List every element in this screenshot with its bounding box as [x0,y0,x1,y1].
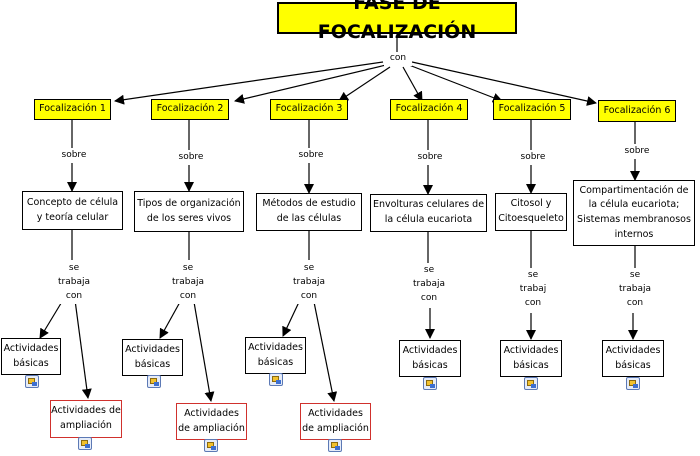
resource-link-icon[interactable] [204,439,218,452]
link-label-sobre: sobre [412,151,448,165]
topic-box-4: Envolturas celulares de la célula eucari… [370,194,487,232]
topic-box-6: Compartimentación de la célula eucariota… [573,180,695,246]
resource-link-icon[interactable] [524,377,538,390]
activity-basic-2[interactable]: Actividades básicas [122,339,183,376]
resource-link-icon[interactable] [147,375,161,388]
topic-box-2: Tipos de organización de los seres vivos [134,191,244,232]
focalizacion-4-box: Focalización 4 [390,99,468,120]
activity-basic-3[interactable]: Actividades básicas [245,337,306,374]
map-title: FASE DE FOCALIZACIÓN [277,0,517,43]
link-label-sobre: sobre [173,151,209,165]
topic-box-1: Concepto de célula y teoría celular [22,191,123,230]
resource-link-icon[interactable] [328,439,342,452]
resource-link-icon[interactable] [423,377,437,390]
activity-basic-5[interactable]: Actividades básicas [500,340,562,377]
link-label-sobre: sobre [56,149,92,163]
topic-box-5: Citosol y Citoesqueleto [495,193,567,231]
link-label-sobre: sobre [293,149,329,163]
focalizacion-2-box: Focalización 2 [151,99,229,120]
resource-link-icon[interactable] [78,437,92,450]
focalizacion-5-box: Focalización 5 [493,99,571,120]
focalizacion-3-box: Focalización 3 [270,99,348,120]
activity-extension-2[interactable]: Actividades de ampliación [176,403,247,440]
activity-extension-3[interactable]: Actividades de ampliación [300,403,371,440]
activity-basic-1[interactable]: Actividades básicas [1,338,61,375]
resource-link-icon[interactable] [626,377,640,390]
activity-basic-4[interactable]: Actividades básicas [399,340,461,377]
link-label-sobre: sobre [515,151,551,165]
link-label-con: con [384,52,412,66]
focalizacion-6-box: Focalización 6 [598,100,676,122]
focalizacion-1-box: Focalización 1 [34,99,111,120]
activity-basic-6[interactable]: Actividades básicas [602,340,664,377]
topic-box-3: Métodos de estudio de las células [256,193,362,231]
resource-link-icon[interactable] [269,373,283,386]
activity-extension-1[interactable]: Actividades de ampliación [50,400,122,438]
link-label-sobre: sobre [619,145,655,159]
resource-link-icon[interactable] [25,375,39,388]
